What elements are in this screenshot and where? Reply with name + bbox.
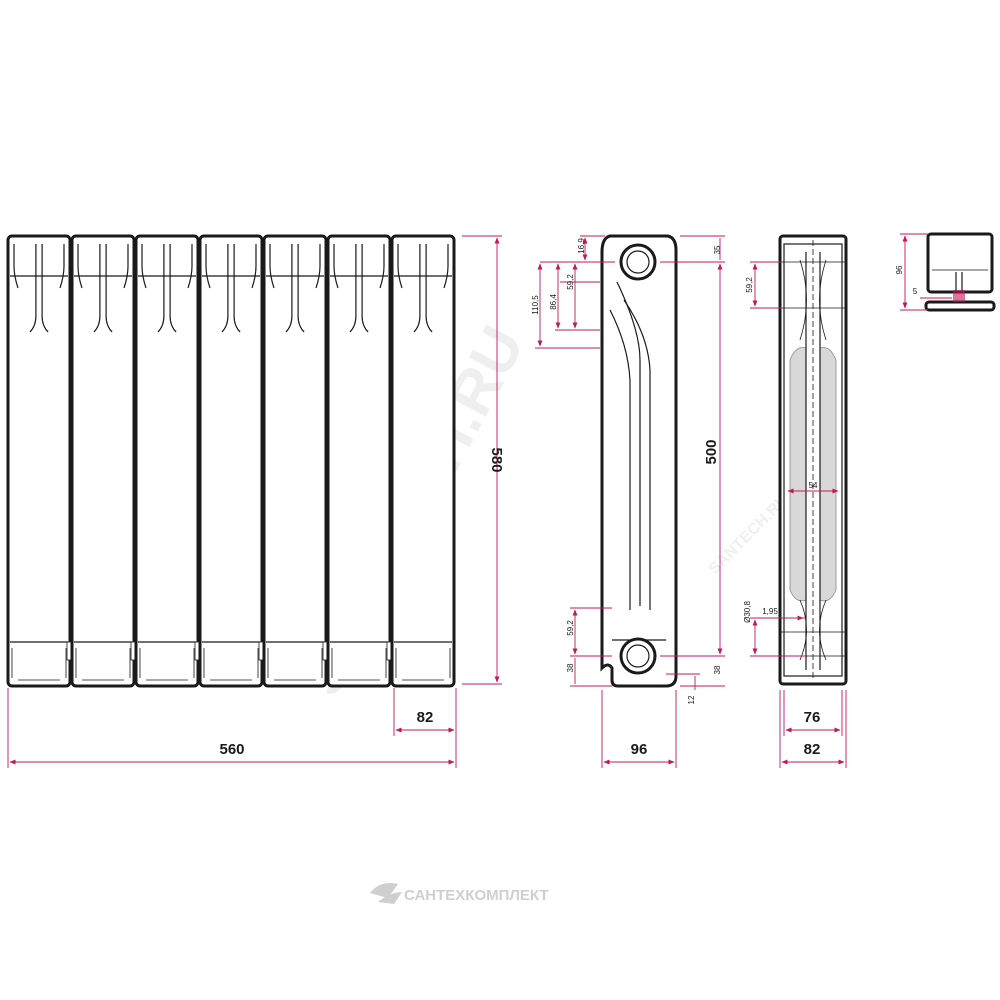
radiator-section bbox=[70, 234, 136, 688]
section-hatch-left bbox=[789, 347, 807, 602]
dim-total-height: 580 bbox=[488, 447, 505, 472]
top-view bbox=[924, 232, 996, 312]
brand-logo-text: САНТЕХКОМПЛЕКТ bbox=[404, 887, 549, 904]
section-dimensions: 59,2 54 Ø30,8 1,95 76 82 bbox=[743, 261, 847, 768]
section-hatch-right bbox=[819, 347, 837, 602]
dim-top-offset: 35 bbox=[713, 245, 722, 254]
dim-section-inner-width: 76 bbox=[804, 709, 821, 726]
dim-section-outer-width: 82 bbox=[804, 741, 821, 758]
dim-86-4: 86,4 bbox=[549, 294, 558, 310]
santech-logo-icon bbox=[370, 883, 402, 904]
dim-bottom-offset: 38 bbox=[713, 665, 722, 674]
brand-logo: САНТЕХКОМПЛЕКТ bbox=[370, 883, 549, 904]
radiator-section bbox=[326, 234, 392, 688]
radiator-section bbox=[390, 234, 456, 688]
side-dimensions: 500 35 38 12 16,9 59,2 86,4 110,5 59,2 3… bbox=[531, 235, 725, 768]
radiator-section bbox=[198, 234, 264, 688]
side-view bbox=[600, 234, 678, 688]
radiator-section bbox=[6, 234, 72, 688]
dim-top-5: 5 bbox=[913, 287, 918, 296]
dim-59-2-bottom: 59,2 bbox=[566, 620, 575, 636]
dim-16-9: 16,9 bbox=[577, 238, 586, 254]
dim-110-5: 110,5 bbox=[531, 295, 540, 315]
section-view bbox=[778, 234, 848, 686]
radiator-section bbox=[134, 234, 200, 688]
dim-section-1-95: 1,95 bbox=[762, 607, 778, 616]
dim-axis-distance: 500 bbox=[703, 439, 720, 464]
bottom-inlet-circle bbox=[619, 637, 657, 675]
dim-section-54: 54 bbox=[809, 481, 818, 490]
radiator-section bbox=[262, 234, 328, 688]
front-view bbox=[6, 234, 456, 688]
dim-section-59-2: 59,2 bbox=[745, 277, 754, 293]
dim-section-diameter: Ø30,8 bbox=[743, 601, 752, 623]
dim-total-width: 560 bbox=[219, 741, 244, 758]
dim-section-width: 82 bbox=[417, 709, 434, 726]
top-dimensions: 96 5 bbox=[895, 233, 952, 311]
dim-top-height: 96 bbox=[895, 265, 904, 274]
dim-59-2-top: 59,2 bbox=[566, 274, 575, 290]
front-dimensions: 580 82 560 bbox=[7, 235, 505, 768]
top-inlet-circle bbox=[619, 243, 657, 281]
dim-depth: 96 bbox=[631, 741, 648, 758]
dim-12: 12 bbox=[687, 695, 696, 704]
dim-38-bottom-left: 38 bbox=[566, 663, 575, 672]
